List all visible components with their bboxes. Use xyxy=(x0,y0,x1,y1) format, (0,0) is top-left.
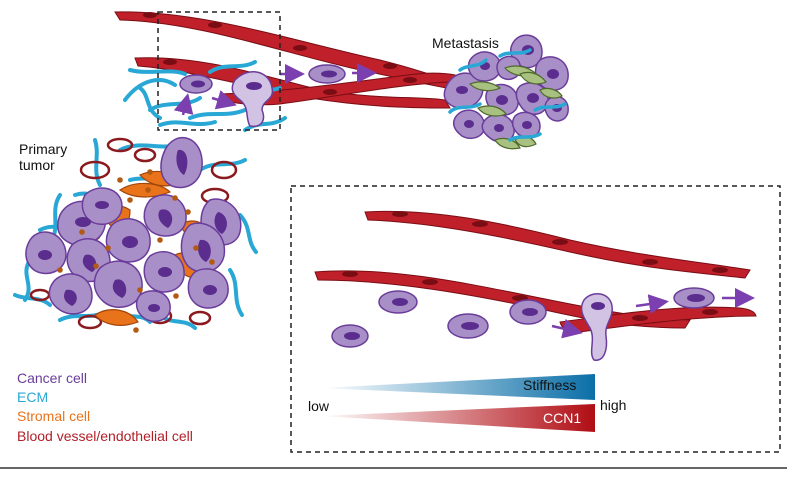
inset-vessel-upper xyxy=(364,210,751,279)
inset-migration-arrows xyxy=(551,288,755,339)
metastasis-cluster xyxy=(443,34,569,150)
stiffness-label: Stiffness xyxy=(523,377,577,393)
migrating-cancer-cell-3 xyxy=(308,64,346,84)
legend-ecm: ECM xyxy=(17,389,49,405)
migrating-cancer-cell-1 xyxy=(179,74,213,94)
legend-blood-vessel: Blood vessel/endothelial cell xyxy=(17,428,193,444)
legend-stromal-cell: Stromal cell xyxy=(17,408,91,424)
metastasis-label: Metastasis xyxy=(432,35,499,51)
migrating-cancer-cell-2 xyxy=(231,70,274,128)
migration-arrows-top xyxy=(173,63,377,116)
gradient-high-label: high xyxy=(600,397,627,413)
inset-migrating-cell xyxy=(580,293,613,361)
primary-tumor-label-line2: tumor xyxy=(19,157,55,173)
ccn1-label: CCN1 xyxy=(543,410,582,426)
primary-tumor-cells xyxy=(25,136,242,333)
inset-cancer-cells xyxy=(331,287,715,361)
zoom-box-small xyxy=(157,11,281,131)
legend-cancer-cell: Cancer cell xyxy=(17,370,88,386)
ccn1-gradient-wedge xyxy=(320,404,595,432)
stiffness-gradient-wedge xyxy=(320,374,595,400)
primary-tumor-label-line1: Primary xyxy=(19,141,68,157)
zoom-box-large xyxy=(290,185,781,453)
gradient-low-label: low xyxy=(308,398,330,414)
